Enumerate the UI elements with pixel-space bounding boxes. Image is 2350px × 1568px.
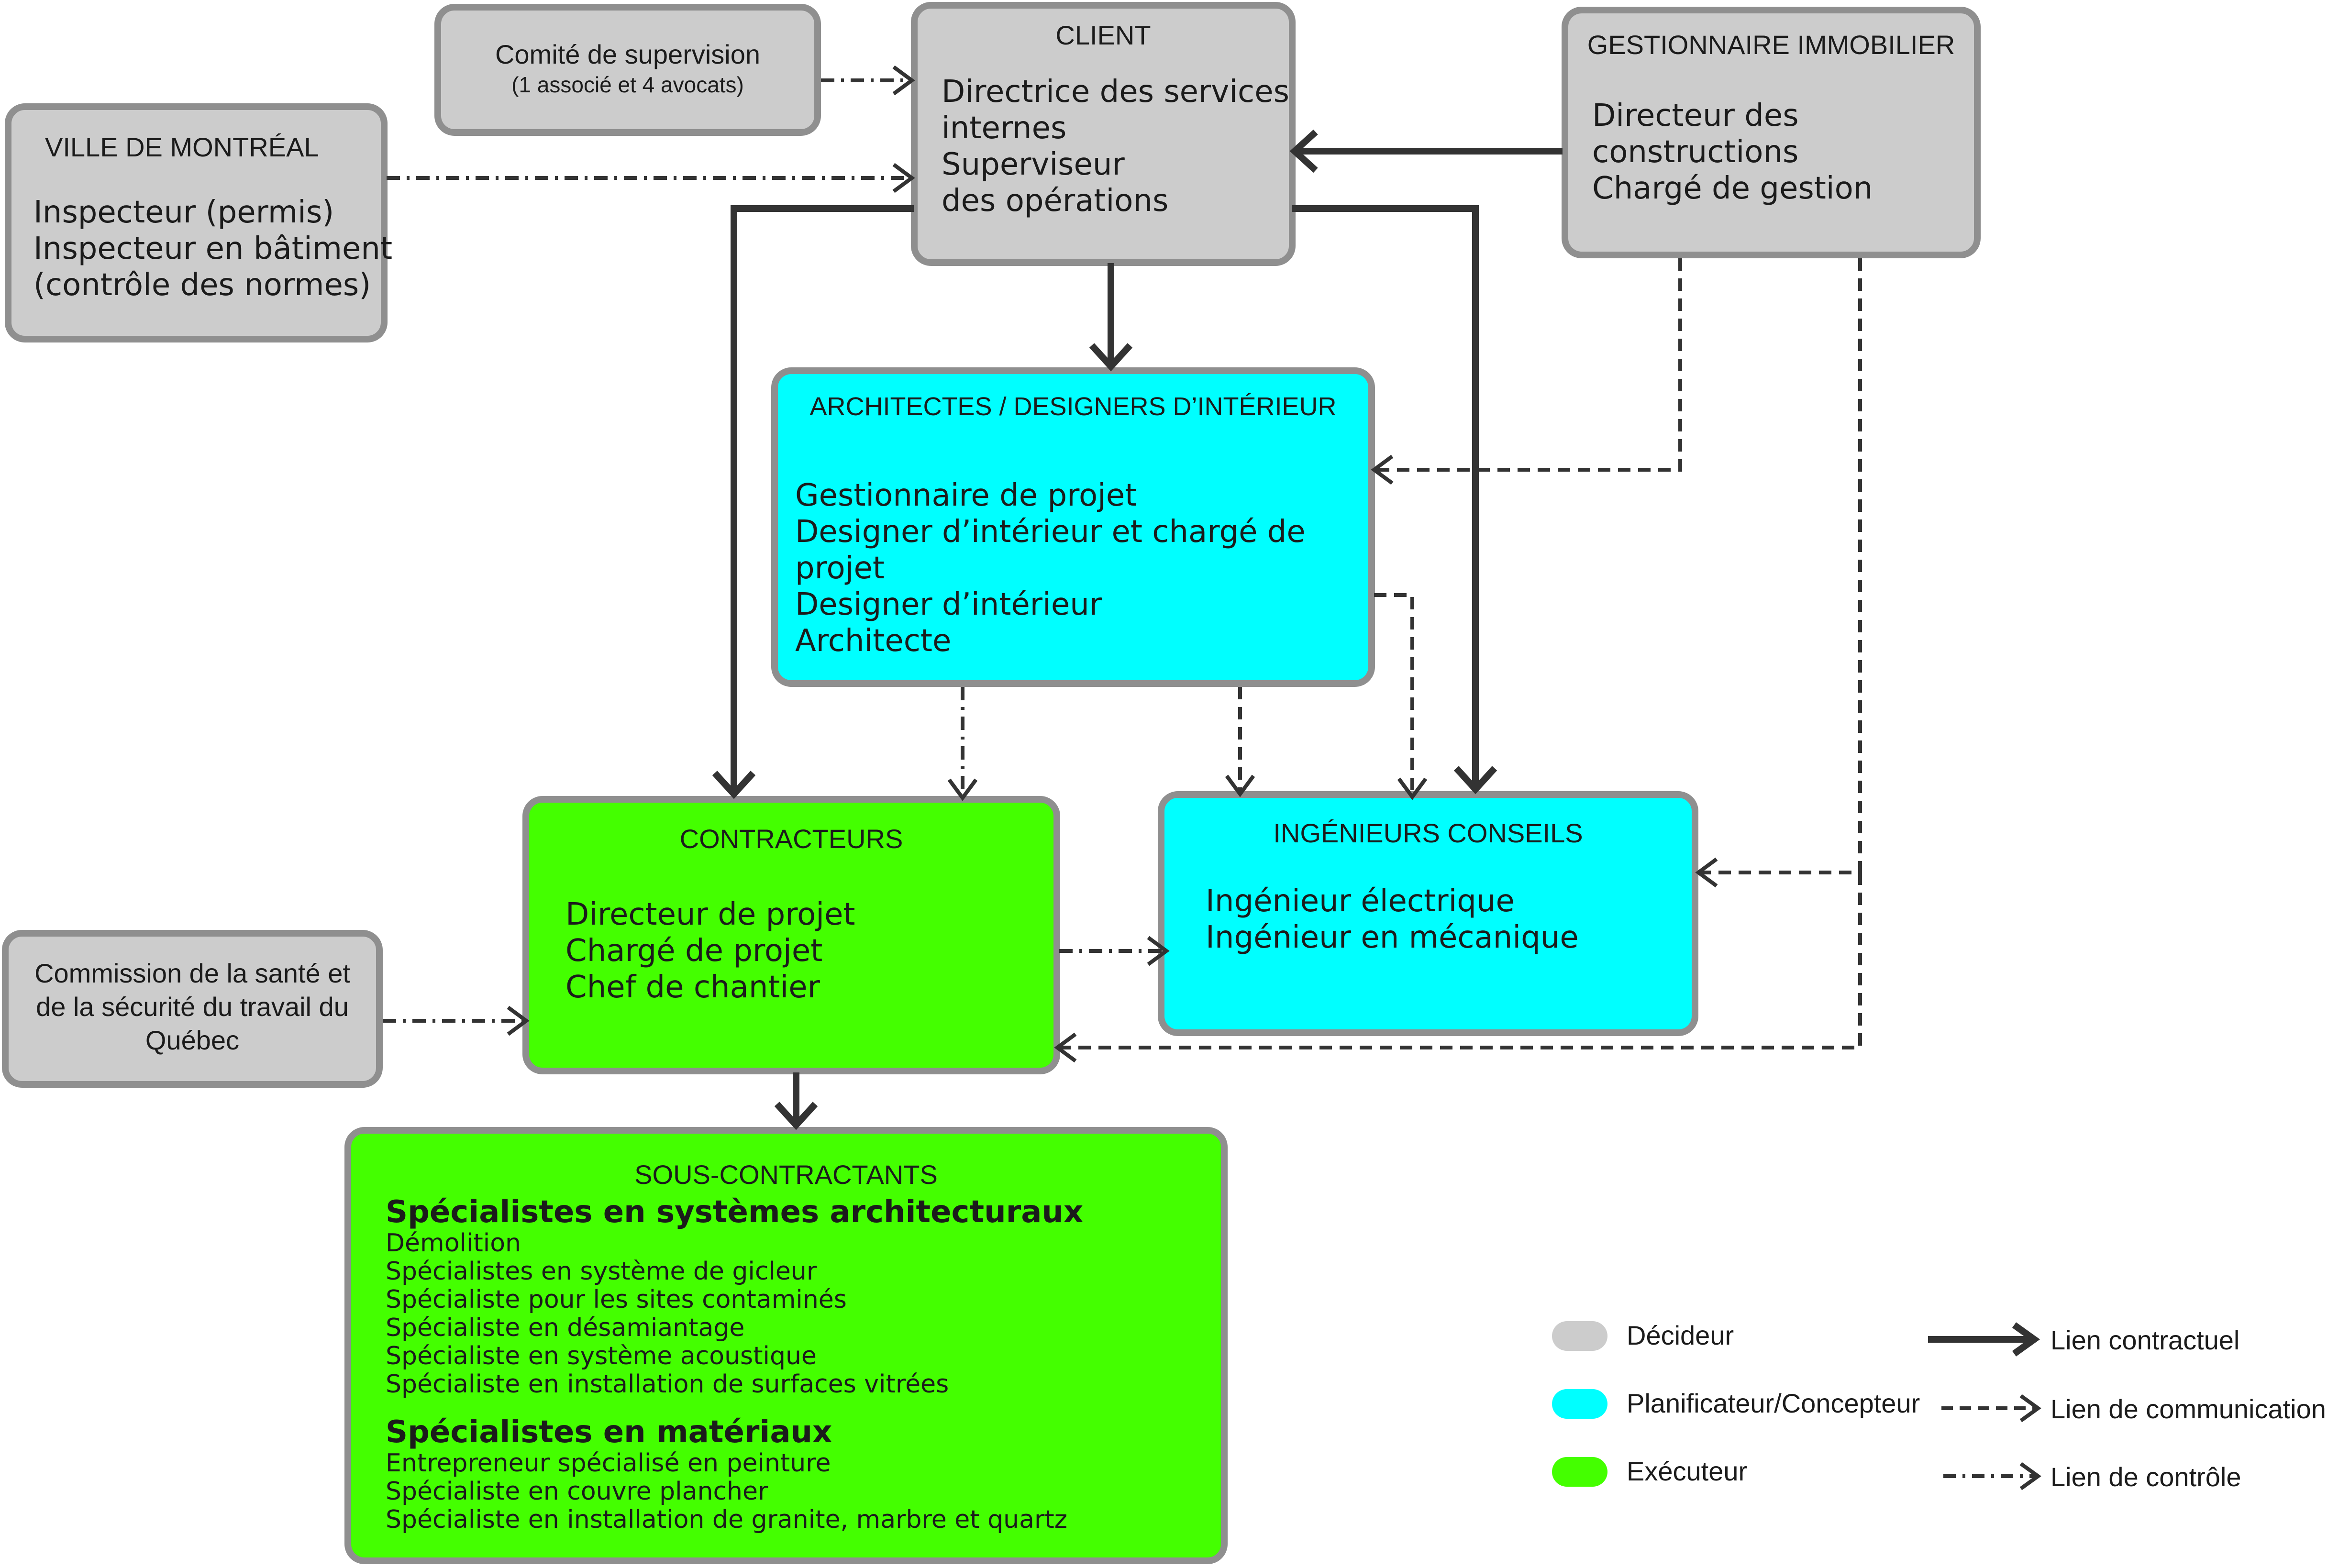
- commission-lines: Commission de la santé et de la sécurité…: [9, 957, 376, 1057]
- client-role: Directrice des services: [942, 74, 1289, 110]
- box-gestionnaire-immobilier: GESTIONNAIRE IMMOBILIER Directeur des co…: [1562, 7, 1981, 258]
- link-gestionnaire-to-architectes: [1374, 258, 1682, 472]
- box-client: CLIENT Directrice des services internes …: [911, 2, 1296, 266]
- architectes-role: projet: [795, 551, 885, 586]
- sous-group-heading: Spécialistes en systèmes architecturaux: [386, 1194, 1084, 1230]
- architectes-role: Gestionnaire de projet: [795, 478, 1137, 513]
- arrowhead: [947, 778, 978, 801]
- client-title: CLIENT: [1055, 20, 1151, 50]
- box-ingenieurs-conseils: INGÉNIEURS CONSEILS Ingénieur électrique…: [1158, 791, 1698, 1036]
- sous-group-heading: Spécialistes en matériaux: [386, 1414, 832, 1450]
- client-roles: Directrice des services internes Supervi…: [942, 74, 1289, 219]
- box-ville-de-montreal: VILLE DE MONTRÉAL Inspecteur (permis) In…: [5, 103, 392, 342]
- architectes-role: Designer d’intérieur et chargé de: [795, 514, 1306, 550]
- client-role: internes: [942, 110, 1067, 146]
- legend-role-label: Décideur: [1627, 1320, 1734, 1350]
- link-client-to-contracteurs: [731, 205, 914, 794]
- architectes-roles: Gestionnaire de projet Designer d’intéri…: [795, 477, 1306, 659]
- sous-item: Spécialiste en couvre plancher: [386, 1477, 768, 1506]
- arrowhead: [1225, 774, 1255, 797]
- gestionnaire-roles: Directeur des constructions Chargé de ge…: [1592, 98, 1873, 207]
- legend-swatch: [1552, 1457, 1607, 1487]
- sous-item: Spécialiste en système acoustique: [386, 1342, 817, 1370]
- arrowhead: [2012, 1322, 2040, 1357]
- ville-role: Inspecteur (permis): [33, 195, 334, 230]
- arrowhead: [1397, 777, 1428, 800]
- ingenieurs-role: Ingénieur en mécanique: [1206, 920, 1579, 955]
- arrowhead: [712, 771, 756, 799]
- arrowhead: [507, 1005, 530, 1036]
- contracteurs-role: Directeur de projet: [565, 897, 855, 932]
- sous-item: Entrepreneur spécialisé en peinture: [386, 1449, 831, 1478]
- arrowhead: [892, 65, 915, 96]
- arrowhead: [1289, 129, 1318, 173]
- comite-line2: (1 associé et 4 avocats): [511, 72, 744, 97]
- legend-role-label: Exécuteur: [1627, 1456, 1748, 1486]
- comite-line1: Comité de supervision: [495, 39, 761, 69]
- commission-line: de la sécurité du travail du: [36, 992, 349, 1022]
- arrowhead: [892, 163, 915, 193]
- ville-roles: Inspecteur (permis) Inspecteur en bâtime…: [33, 194, 392, 303]
- architectes-title: ARCHITECTES / DESIGNERS D’INTÉRIEUR: [809, 392, 1337, 421]
- link-architectes-to-ingenieurs-b: [1374, 593, 1414, 797]
- contracteurs-title: CONTRACTEURS: [679, 824, 903, 854]
- arrowhead: [1695, 857, 1718, 888]
- arrowhead: [2019, 1462, 2041, 1491]
- legend-swatch: [1552, 1321, 1607, 1351]
- arrowhead: [1054, 1032, 1077, 1063]
- sous-item: Spécialistes en système de gicleur: [386, 1257, 817, 1286]
- ingenieurs-role: Ingénieur électrique: [1206, 883, 1515, 919]
- contracteurs-roles: Directeur de projet Chargé de projet Che…: [565, 896, 855, 1005]
- ingenieurs-title: INGÉNIEURS CONSEILS: [1273, 818, 1583, 848]
- architectes-role: Designer d’intérieur: [795, 587, 1102, 622]
- legend-link-label: Lien contractuel: [2051, 1325, 2240, 1355]
- legend-link-label: Lien de communication: [2051, 1394, 2326, 1424]
- ingenieurs-roles: Ingénieur électrique Ingénieur en mécani…: [1206, 883, 1579, 956]
- client-role: des opérations: [942, 183, 1169, 219]
- arrowhead: [1147, 936, 1170, 966]
- client-role: Superviseur: [942, 147, 1125, 182]
- arrowhead: [774, 1102, 818, 1130]
- box-comite-supervision: Comité de supervision (1 associé et 4 av…: [434, 4, 821, 136]
- legend-role-label: Planificateur/Concepteur: [1627, 1388, 1920, 1418]
- sous-item: Spécialiste pour les sites contaminés: [386, 1285, 847, 1314]
- link-gestionnaire-to-contracteurs: [1057, 872, 1862, 1049]
- ville-title: VILLE DE MONTRÉAL: [45, 132, 319, 162]
- arrowhead: [1371, 454, 1394, 485]
- legend-link-label: Lien de contrôle: [2051, 1462, 2241, 1492]
- box-commission-sante-securite: Commission de la santé et de la sécurité…: [2, 930, 383, 1088]
- commission-line: Québec: [145, 1025, 240, 1055]
- commission-line: Commission de la santé et: [34, 958, 350, 988]
- sous-item: Spécialiste en installation de surfaces …: [386, 1370, 949, 1399]
- arrowhead: [1453, 766, 1497, 795]
- sous-title: SOUS-CONTRACTANTS: [634, 1159, 938, 1190]
- sous-item: Démolition: [386, 1229, 521, 1258]
- sous-item: Spécialiste en installation de granite, …: [386, 1505, 1068, 1534]
- gestionnaire-role: Directeur des: [1592, 98, 1799, 133]
- arrowhead: [1089, 343, 1133, 372]
- contracteurs-role: Chef de chantier: [565, 970, 820, 1005]
- box-sous-contractants: SOUS-CONTRACTANTS Spécialistes en systèm…: [344, 1127, 1228, 1564]
- gestionnaire-role: Chargé de gestion: [1592, 171, 1873, 206]
- ville-role: Inspecteur en bâtiment: [33, 231, 393, 266]
- box-contracteurs: CONTRACTEURS Directeur de projet Chargé …: [522, 796, 1060, 1074]
- architectes-role: Architecte: [795, 623, 952, 659]
- sous-item: Spécialiste en désamiantage: [386, 1314, 745, 1342]
- box-architectes-designers: ARCHITECTES / DESIGNERS D’INTÉRIEUR Gest…: [771, 367, 1375, 687]
- gestionnaire-role: constructions: [1592, 134, 1799, 170]
- contracteurs-role: Chargé de projet: [565, 933, 823, 969]
- link-gestionnaire-to-ingenieurs: [1698, 258, 1862, 874]
- legend-swatch: [1552, 1389, 1607, 1419]
- sous-content: Spécialistes en systèmes architecturaux …: [386, 1195, 1083, 1534]
- link-client-to-ingenieurs: [1292, 205, 1479, 789]
- arrowhead: [2019, 1394, 2041, 1423]
- ville-role: (contrôle des normes): [33, 267, 371, 303]
- gestionnaire-title: GESTIONNAIRE IMMOBILIER: [1587, 30, 1955, 60]
